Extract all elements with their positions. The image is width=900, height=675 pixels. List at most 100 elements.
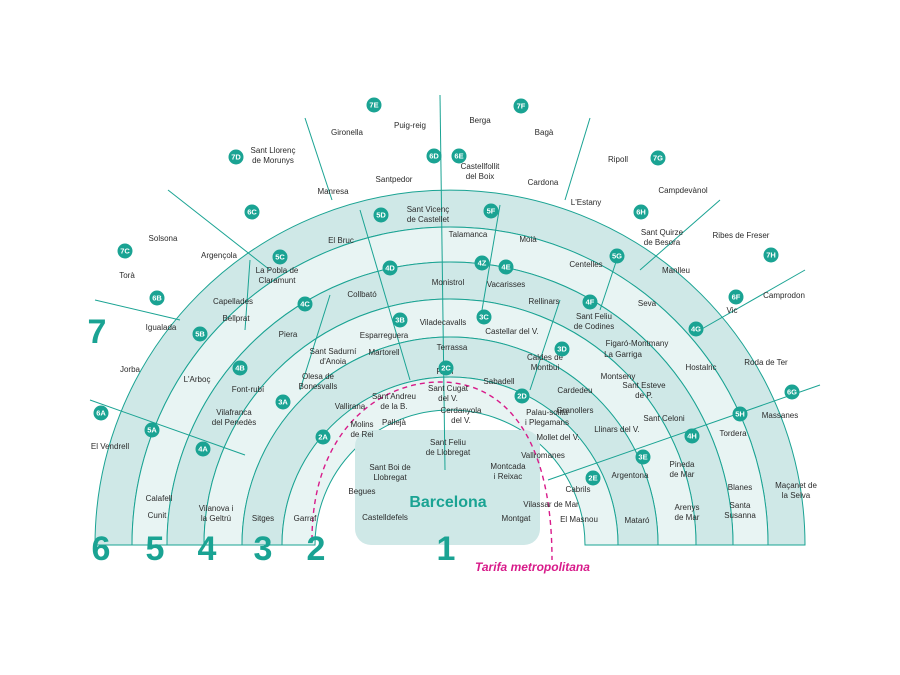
town-label: Centelles — [569, 260, 602, 269]
town-label: Vallirana — [335, 402, 366, 411]
town-label: Cardona — [528, 178, 559, 187]
town-label: Puig-reig — [394, 121, 426, 130]
town-label: El Vendrell — [91, 442, 129, 451]
sector-badge: 4C — [297, 296, 313, 312]
sector-badge: 4E — [498, 259, 514, 275]
svg-text:5G: 5G — [612, 252, 622, 261]
sector-badge: 3E — [635, 449, 651, 465]
sector-badge: 4H — [684, 428, 700, 444]
sector-badge: 6F — [728, 289, 744, 305]
sector-badge: 7H — [763, 247, 779, 263]
town-label: Campdevànol — [658, 186, 708, 195]
svg-text:3E: 3E — [638, 453, 647, 462]
town-label: Montgat — [502, 514, 532, 523]
town-label: Rellinars — [528, 297, 559, 306]
svg-text:7D: 7D — [231, 153, 241, 162]
sector-badge: 4A — [195, 441, 211, 457]
town-label: Solsona — [149, 234, 178, 243]
sector-badge: 7F — [513, 98, 529, 114]
svg-text:5C: 5C — [275, 253, 285, 262]
town-label: Seva — [638, 299, 657, 308]
sector-badge: 5D — [373, 207, 389, 223]
town-label: Cabrils — [566, 485, 591, 494]
sector-divider — [244, 259, 251, 331]
zone-number: 2 — [307, 530, 326, 568]
zone-rings — [94, 189, 806, 546]
sector-badge: 3B — [392, 312, 408, 328]
svg-text:4G: 4G — [691, 325, 701, 334]
town-label: Castelldefels — [362, 513, 408, 522]
svg-text:4A: 4A — [198, 445, 208, 454]
town-label: Mataró — [625, 516, 650, 525]
svg-text:4F: 4F — [586, 298, 595, 307]
svg-text:5D: 5D — [376, 211, 386, 220]
svg-text:4Z: 4Z — [478, 259, 487, 268]
sector-badge: 2D — [514, 388, 530, 404]
sector-badge: 7C — [117, 243, 133, 259]
svg-text:2C: 2C — [441, 364, 451, 373]
sector-badge: 5A — [144, 422, 160, 438]
town-label: Garraf — [294, 514, 317, 523]
svg-text:3A: 3A — [278, 398, 288, 407]
svg-text:6A: 6A — [96, 409, 106, 418]
zone-number: 7 — [88, 313, 107, 351]
svg-text:5F: 5F — [487, 207, 496, 216]
sector-badge: 2E — [585, 470, 601, 486]
town-label: Torà — [119, 271, 135, 280]
town-label: Montseny — [601, 372, 636, 381]
city-title: Barcelona — [409, 494, 486, 511]
zone-dividers — [89, 94, 821, 481]
town-label: Ripoll — [608, 155, 628, 164]
town-label: Berga — [469, 116, 491, 125]
town-label: Bagà — [535, 128, 554, 137]
sector-divider — [564, 117, 591, 201]
town-label: L'Estany — [571, 198, 601, 207]
svg-text:5B: 5B — [195, 330, 205, 339]
sector-badge: 3C — [476, 309, 492, 325]
svg-text:7E: 7E — [369, 101, 378, 110]
town-label: Font-rubí — [232, 385, 265, 394]
town-label: Vallromanes — [521, 451, 565, 460]
town-label: Argençola — [201, 251, 238, 260]
town-label: Begues — [348, 487, 375, 496]
town-label: Ribes de Freser — [713, 231, 770, 240]
svg-text:6C: 6C — [247, 208, 257, 217]
sector-badge: 4Z — [474, 255, 490, 271]
svg-text:7H: 7H — [766, 251, 776, 260]
town-label: Tordera — [719, 429, 747, 438]
town-label: Igualada — [146, 323, 177, 332]
town-label: Roda de Ter — [744, 358, 788, 367]
sector-divider — [359, 209, 411, 381]
sector-badge: 3A — [275, 394, 291, 410]
svg-text:6D: 6D — [429, 152, 439, 161]
town-label: Viladecavalls — [420, 318, 467, 327]
zone-1-area — [355, 430, 540, 545]
town-label: Castellar del V. — [485, 327, 539, 336]
town-label: Blanes — [728, 483, 752, 492]
sector-divider — [89, 399, 246, 456]
sector-divider — [529, 299, 561, 391]
sector-badge: 6A — [93, 405, 109, 421]
town-label: El Masnou — [560, 515, 598, 524]
svg-text:6E: 6E — [454, 152, 463, 161]
svg-text:2D: 2D — [517, 392, 527, 401]
town-label: Massanes — [762, 411, 798, 420]
town-label: Sabadell — [483, 377, 514, 386]
svg-text:5A: 5A — [147, 426, 157, 435]
